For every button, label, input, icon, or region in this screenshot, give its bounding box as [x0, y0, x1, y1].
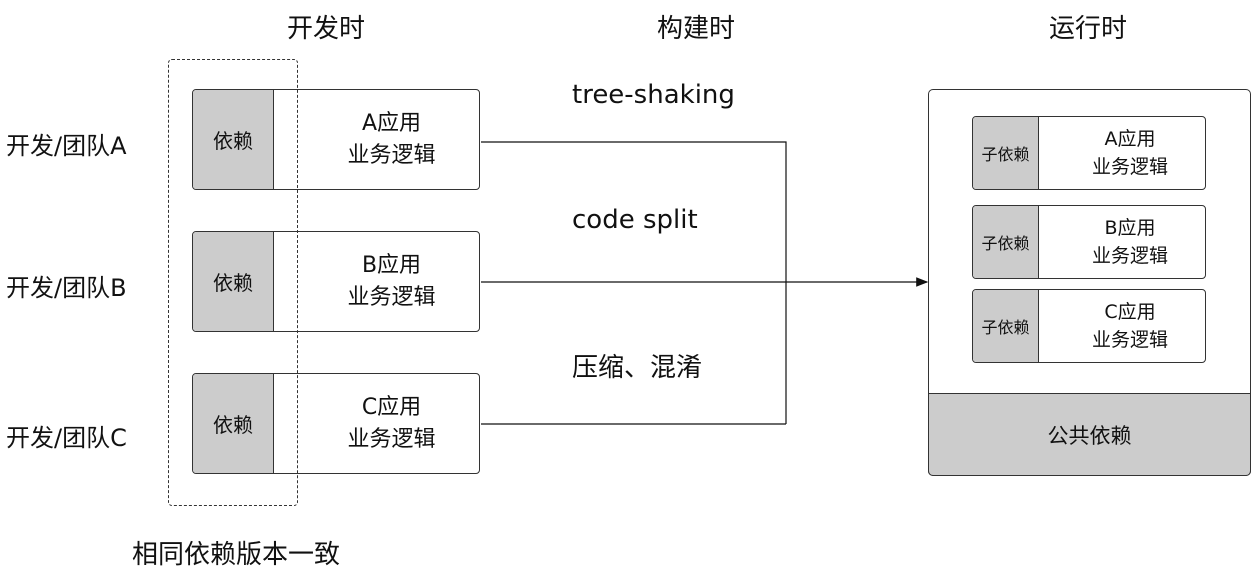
runtime-app-a-business: A应用 业务逻辑	[1039, 117, 1205, 189]
runtime-app-c-business: C应用 业务逻辑	[1039, 290, 1205, 362]
runtime-app-a-logic: 业务逻辑	[1091, 156, 1168, 178]
build-step-minify: 压缩、混淆	[572, 353, 703, 383]
team-a-app-box: 依赖 A应用 业务逻辑	[192, 89, 480, 190]
runtime-app-b: 子依赖 B应用 业务逻辑	[972, 205, 1206, 279]
shared-dependency-group	[168, 59, 298, 506]
phase-runtime-title: 运行时	[1048, 14, 1127, 44]
team-b-app-box: 依赖 B应用 业务逻辑	[192, 231, 480, 332]
runtime-app-a-name: A应用	[1104, 128, 1156, 150]
team-a-label: 开发/团队A	[6, 132, 127, 160]
runtime-app-c-subdependency: 子依赖	[973, 290, 1039, 362]
runtime-container: 子依赖 A应用 业务逻辑 子依赖 B应用 业务逻辑 子依赖 C应用 业务逻辑 公…	[928, 89, 1251, 476]
team-a-app-name: A应用	[361, 110, 422, 136]
build-step-code-split: code split	[572, 205, 698, 235]
team-c-business: C应用 业务逻辑	[274, 374, 479, 473]
team-a-business: A应用 业务逻辑	[274, 90, 479, 189]
team-a-business-logic: 业务逻辑	[347, 142, 436, 168]
team-b-business-logic: 业务逻辑	[347, 284, 436, 310]
runtime-app-b-subdependency: 子依赖	[973, 206, 1039, 278]
team-c-app-name: C应用	[361, 394, 422, 420]
phase-dev-title: 开发时	[286, 14, 365, 44]
team-c-app-box: 依赖 C应用 业务逻辑	[192, 373, 480, 474]
runtime-app-b-logic: 业务逻辑	[1091, 245, 1168, 267]
phase-build-title: 构建时	[656, 14, 735, 44]
runtime-app-b-business: B应用 业务逻辑	[1039, 206, 1205, 278]
build-step-tree-shaking: tree-shaking	[572, 80, 735, 110]
team-b-dependency: 依赖	[193, 232, 274, 331]
runtime-app-c-logic: 业务逻辑	[1091, 329, 1168, 351]
runtime-app-c-name: C应用	[1104, 301, 1156, 323]
team-b-label: 开发/团队B	[6, 274, 127, 302]
common-dependency: 公共依赖	[928, 393, 1251, 476]
team-c-dependency: 依赖	[193, 374, 274, 473]
same-version-note: 相同依赖版本一致	[132, 540, 341, 570]
team-b-app-name: B应用	[361, 252, 422, 278]
runtime-app-a-subdependency: 子依赖	[973, 117, 1039, 189]
connector-a	[481, 141, 787, 424]
team-c-business-logic: 业务逻辑	[347, 426, 436, 452]
team-b-business: B应用 业务逻辑	[274, 232, 479, 331]
runtime-app-a: 子依赖 A应用 业务逻辑	[972, 116, 1206, 190]
team-c-label: 开发/团队C	[6, 424, 127, 452]
runtime-app-c: 子依赖 C应用 业务逻辑	[972, 289, 1206, 363]
runtime-app-b-name: B应用	[1104, 217, 1156, 239]
team-a-dependency: 依赖	[193, 90, 274, 189]
